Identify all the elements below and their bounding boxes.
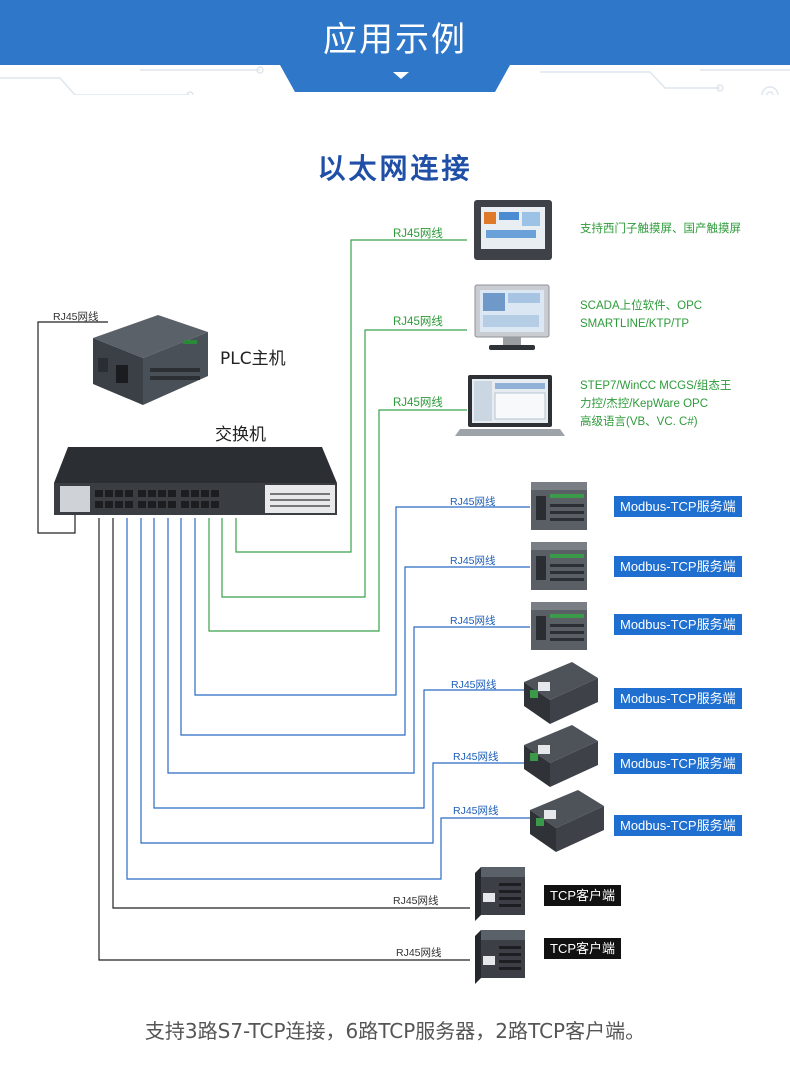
scada-description-line2: SMARTLINE/KTP/TP (580, 318, 690, 330)
plc-device-image (93, 315, 208, 405)
modbus-server-badge-3: Modbus-TCP服务端 (614, 614, 742, 635)
laptop-description-line1: STEP7/WinCC MCGS/组态王 (580, 380, 732, 392)
tcp-client-badge-2: TCP客户端 (544, 938, 622, 959)
modbus-server-badge-5: Modbus-TCP服务端 (614, 753, 742, 774)
tcp-client-module-1 (475, 867, 525, 921)
cable-label-scada: RJ45网线 (393, 316, 443, 328)
cable-label-server-3: RJ45网线 (450, 615, 496, 627)
cable-label-plc: RJ45网线 (53, 311, 99, 323)
cable-label-client-2: RJ45网线 (396, 947, 442, 959)
hmi-description: 支持西门子触摸屏、国产触摸屏 (580, 223, 741, 235)
hmi-touchscreen-image (474, 200, 552, 260)
modbus-server-module-3 (531, 602, 587, 650)
modbus-server-badge-4: Modbus-TCP服务端 (614, 688, 742, 709)
switch-label: 交换机 (215, 425, 266, 445)
modbus-server-badge-2: Modbus-TCP服务端 (614, 556, 742, 577)
cable-label-laptop: RJ45网线 (393, 397, 443, 409)
scada-monitor-image (474, 284, 550, 350)
header-banner: 应用示例 (0, 0, 790, 104)
plc-label: PLC主机 (220, 349, 286, 369)
footer-caption: 支持3路S7-TCP连接，6路TCP服务器，2路TCP客户端。 (144, 1019, 646, 1043)
cable-label-hmi: RJ45网线 (393, 228, 443, 240)
tcp-client-module-2 (475, 930, 525, 984)
modbus-server-module-2 (531, 542, 587, 590)
cable-label-server-6: RJ45网线 (453, 805, 499, 817)
modbus-server-badge-6: Modbus-TCP服务端 (614, 815, 742, 836)
banner-background (0, 0, 790, 104)
diagram-title: 以太网连接 (317, 152, 473, 185)
modbus-server-module-6 (530, 790, 604, 852)
network-switch-image (54, 447, 337, 515)
modbus-server-module-1 (531, 482, 587, 530)
cable-label-server-1: RJ45网线 (450, 496, 496, 508)
cable-label-server-5: RJ45网线 (453, 751, 499, 763)
laptop-image (455, 375, 565, 436)
modbus-server-module-5 (524, 725, 598, 787)
modbus-server-module-4 (524, 662, 598, 724)
laptop-description-line3: 高级语言(VB、VC. C#) (580, 416, 698, 428)
banner-title: 应用示例 (323, 20, 467, 60)
laptop-description-line2: 力控/杰控/KepWare OPC (580, 398, 709, 410)
cable-label-server-2: RJ45网线 (450, 555, 496, 567)
modbus-server-badge-1: Modbus-TCP服务端 (614, 496, 742, 517)
cable-label-client-1: RJ45网线 (393, 895, 439, 907)
tcp-client-badge-1: TCP客户端 (544, 885, 622, 906)
scada-description-line1: SCADA上位软件、OPC (580, 300, 703, 312)
cable-label-server-4: RJ45网线 (451, 679, 497, 691)
